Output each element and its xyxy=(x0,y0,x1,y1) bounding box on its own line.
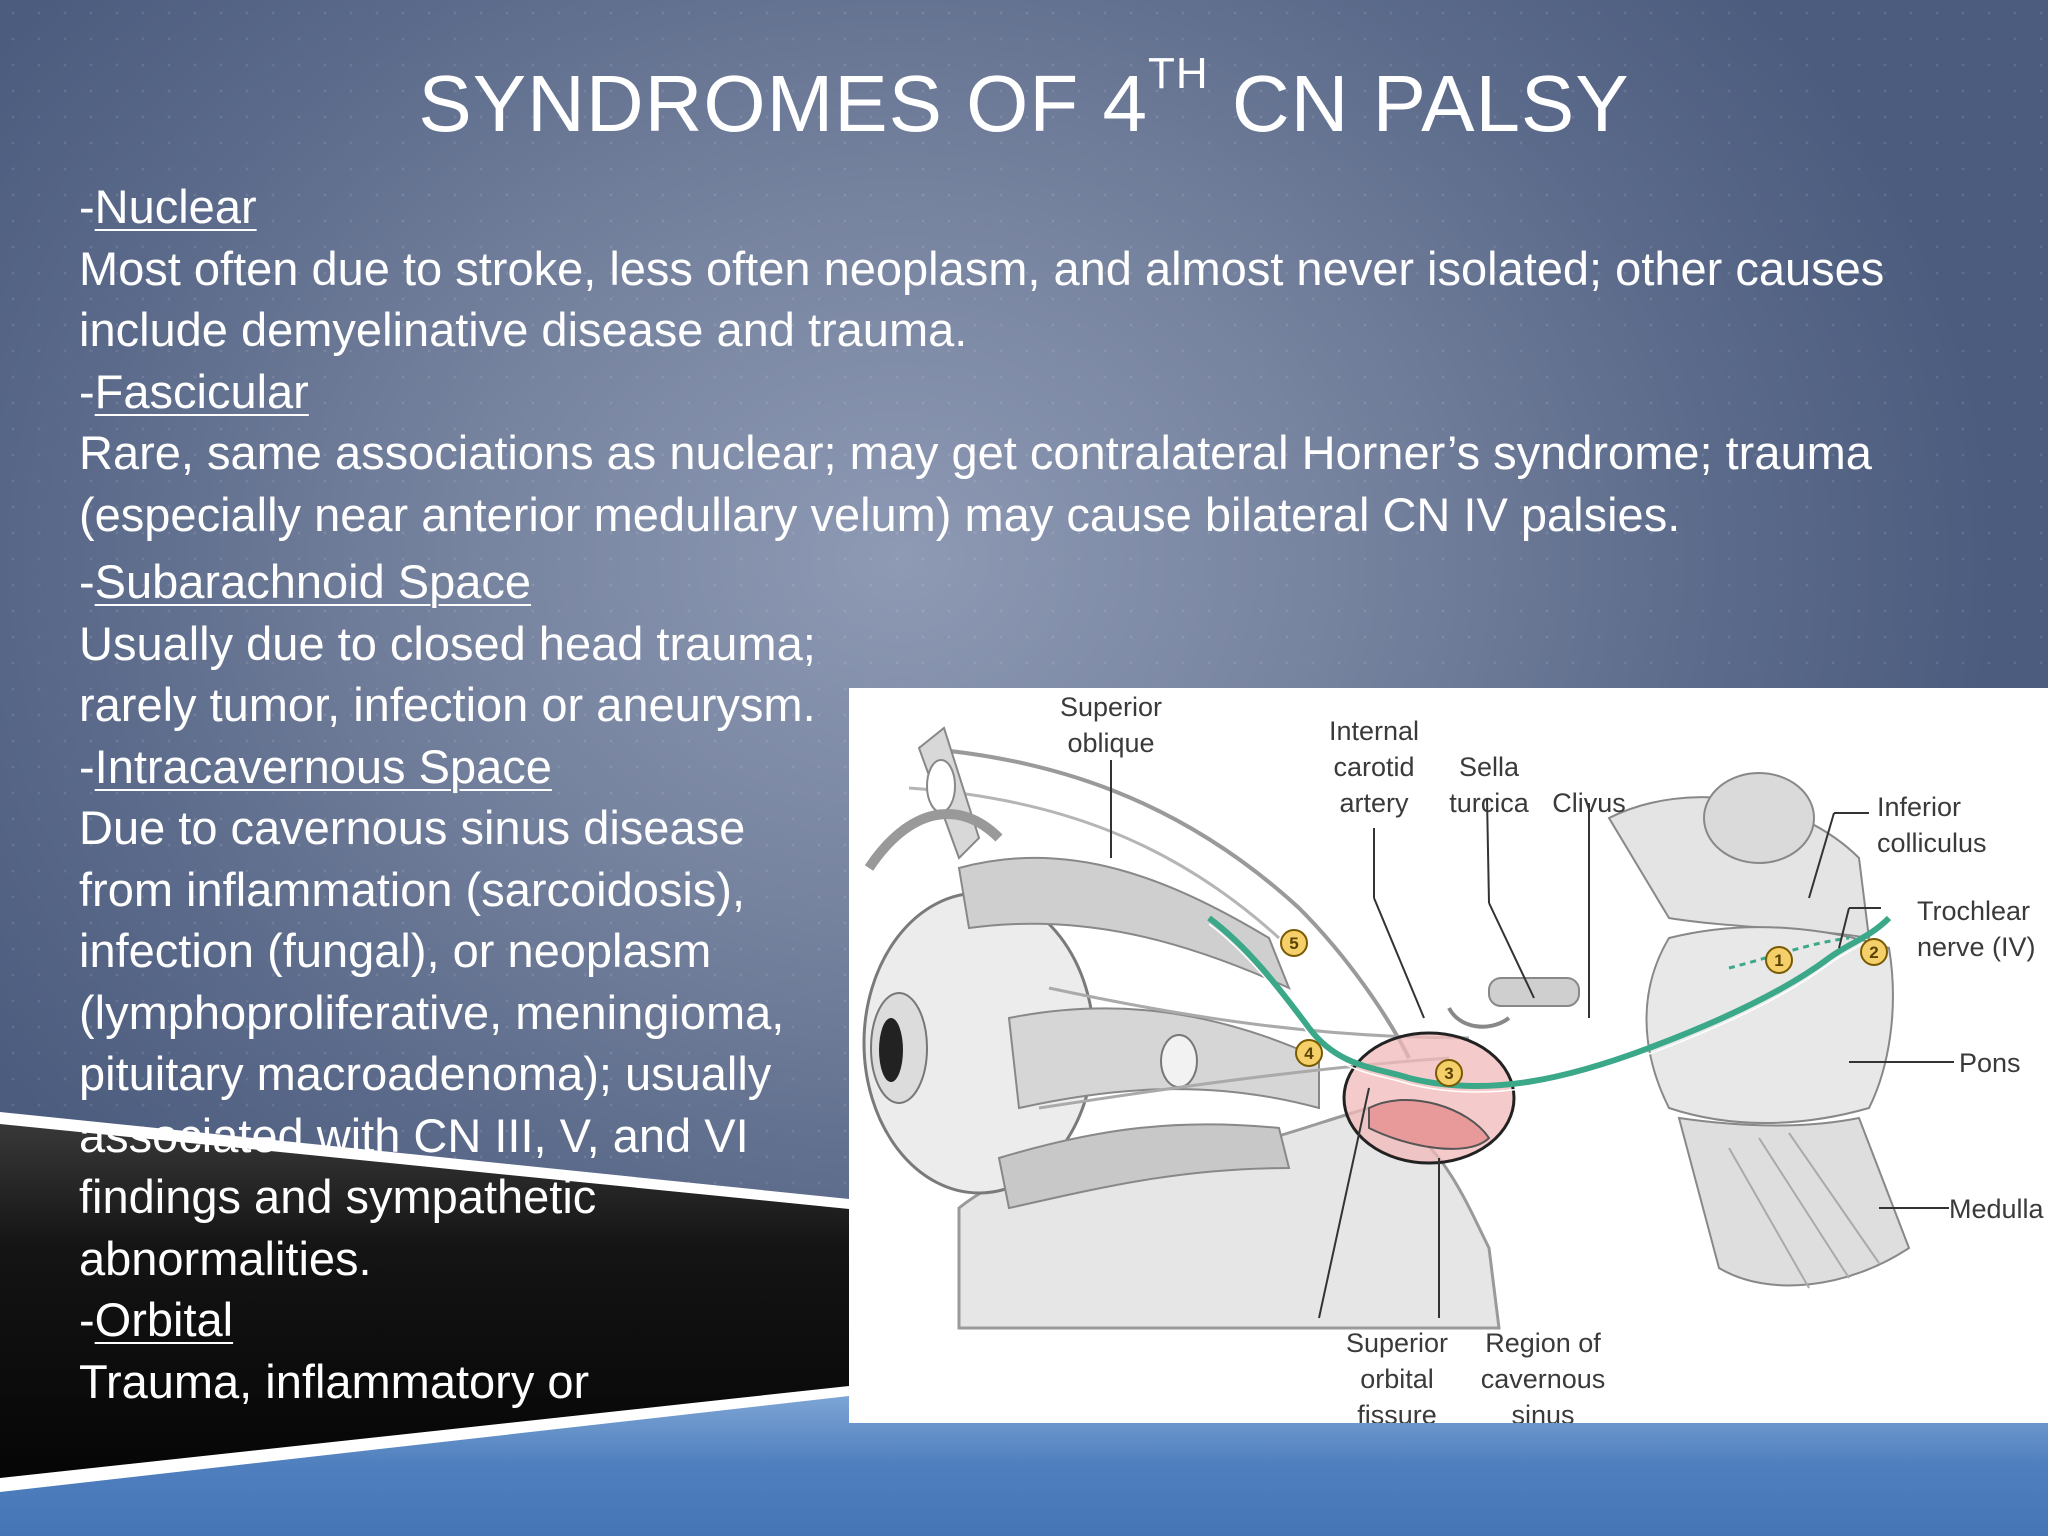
trochlear-nerve-path xyxy=(1207,915,1892,1089)
section-heading-orbital: -Orbital xyxy=(79,1293,234,1346)
svg-text:2: 2 xyxy=(1869,943,1878,962)
svg-text:Inferior: Inferior xyxy=(1877,792,1961,822)
marker-4: 4 xyxy=(1295,1039,1323,1067)
trochlear-nerve-dorsal xyxy=(1728,936,1850,970)
white-stripe-upper xyxy=(0,1112,849,1209)
leader-lines xyxy=(1110,760,1954,1319)
svg-text:oblique: oblique xyxy=(1067,728,1154,758)
svg-text:Internal: Internal xyxy=(1329,716,1419,746)
label-sella-turcica: Sella turcica xyxy=(1449,752,1530,818)
label-superior-orbital-fissure: Superior orbital fissure xyxy=(1346,1328,1448,1423)
marker-3: 3 xyxy=(1435,1059,1463,1087)
svg-text:sinus: sinus xyxy=(1511,1400,1574,1423)
title-superscript: TH xyxy=(1148,49,1209,98)
pons-structure xyxy=(1645,926,1894,1124)
svg-text:carotid: carotid xyxy=(1333,752,1414,782)
section-heading-intracavernous: -Intracavernous Space xyxy=(79,739,552,793)
svg-text:orbital: orbital xyxy=(1360,1364,1434,1394)
pupil xyxy=(879,1018,903,1082)
blue-band xyxy=(0,1393,2048,1536)
anatomy-illustration: 1 2 3 4 5 Superior oblique Internal caro… xyxy=(862,692,2045,1423)
svg-text:Superior: Superior xyxy=(1060,692,1162,722)
label-clivus: Clivus xyxy=(1552,788,1626,818)
svg-text:cavernous: cavernous xyxy=(1481,1364,1606,1394)
section-text-subarachnoid: Usually due to closed head trauma; rarel… xyxy=(79,616,816,732)
svg-text:3: 3 xyxy=(1444,1064,1453,1083)
superior-oblique-tendon xyxy=(864,809,1003,871)
section-text-orbital: Trauma, inflammatory or xyxy=(79,1354,590,1408)
marker-5: 5 xyxy=(1280,929,1308,957)
optic-nerve xyxy=(1160,1034,1198,1088)
orbit-roof xyxy=(918,746,1411,1059)
section-heading-subarachnoid: -Subarachnoid Space xyxy=(79,555,532,608)
cerebellum-lines xyxy=(1728,1132,1880,1289)
svg-text:Region of: Region of xyxy=(1485,1328,1601,1358)
sella-turcica-structure xyxy=(1447,1006,1511,1029)
dark-wedge xyxy=(0,1118,849,1488)
clivus-structure xyxy=(1488,977,1580,1007)
label-pons: Pons xyxy=(1959,1048,2021,1078)
label-medulla: Medulla xyxy=(1949,1194,2045,1224)
inferior-colliculus-structure xyxy=(1703,772,1815,864)
svg-text:artery: artery xyxy=(1339,788,1409,818)
label-trochlear-nerve: Trochlear nerve (IV) xyxy=(1917,896,2036,962)
svg-text:turcica: turcica xyxy=(1449,788,1530,818)
trochlear-nerve-anatomy-figure: 1 2 3 4 5 Superior oblique Internal caro… xyxy=(849,688,2048,1423)
svg-text:4: 4 xyxy=(1304,1044,1314,1063)
label-inferior-colliculus: Inferior colliculus xyxy=(1877,792,1987,858)
section-text-nuclear: Most often due to stroke, less often neo… xyxy=(79,241,1885,357)
label-superior-oblique: Superior oblique xyxy=(1060,692,1162,758)
section-heading-nuclear: -Nuclear xyxy=(79,180,257,233)
svg-text:fissure: fissure xyxy=(1357,1400,1437,1423)
frontal-sinus xyxy=(926,759,956,813)
section-text-intracavernous: Due to cavernous sinus disease from infl… xyxy=(79,801,785,1285)
trochlear-nerve-path-edge xyxy=(1208,923,1890,1093)
svg-text:Superior: Superior xyxy=(1346,1328,1448,1358)
slide-body: -Nuclear Most often due to stroke, less … xyxy=(79,176,2029,1412)
svg-text:colliculus: colliculus xyxy=(1877,828,1987,858)
section-text-fascicular: Rare, same associations as nuclear; may … xyxy=(79,426,1872,541)
inferior-rectus-muscle xyxy=(997,1123,1291,1210)
label-internal-carotid-artery: Internal carotid artery xyxy=(1329,716,1419,818)
svg-text:Trochlear: Trochlear xyxy=(1917,896,2030,926)
label-cavernous-sinus: Region of cavernous sinus xyxy=(1481,1328,1606,1423)
svg-text:1: 1 xyxy=(1774,951,1783,970)
svg-text:nerve (IV): nerve (IV) xyxy=(1917,932,2036,962)
section-heading-fascicular: -Fascicular xyxy=(79,364,309,418)
marker-1: 1 xyxy=(1765,946,1793,974)
svg-text:5: 5 xyxy=(1289,934,1298,953)
svg-text:Sella: Sella xyxy=(1459,752,1520,782)
marker-2: 2 xyxy=(1860,938,1888,966)
white-stripe-lower xyxy=(0,1386,849,1492)
superior-oblique-muscle xyxy=(957,856,1291,990)
slide-title: SYNDROMES OF 4TH CN PALSY xyxy=(418,49,1630,149)
internal-carotid-loop xyxy=(1368,1099,1491,1150)
